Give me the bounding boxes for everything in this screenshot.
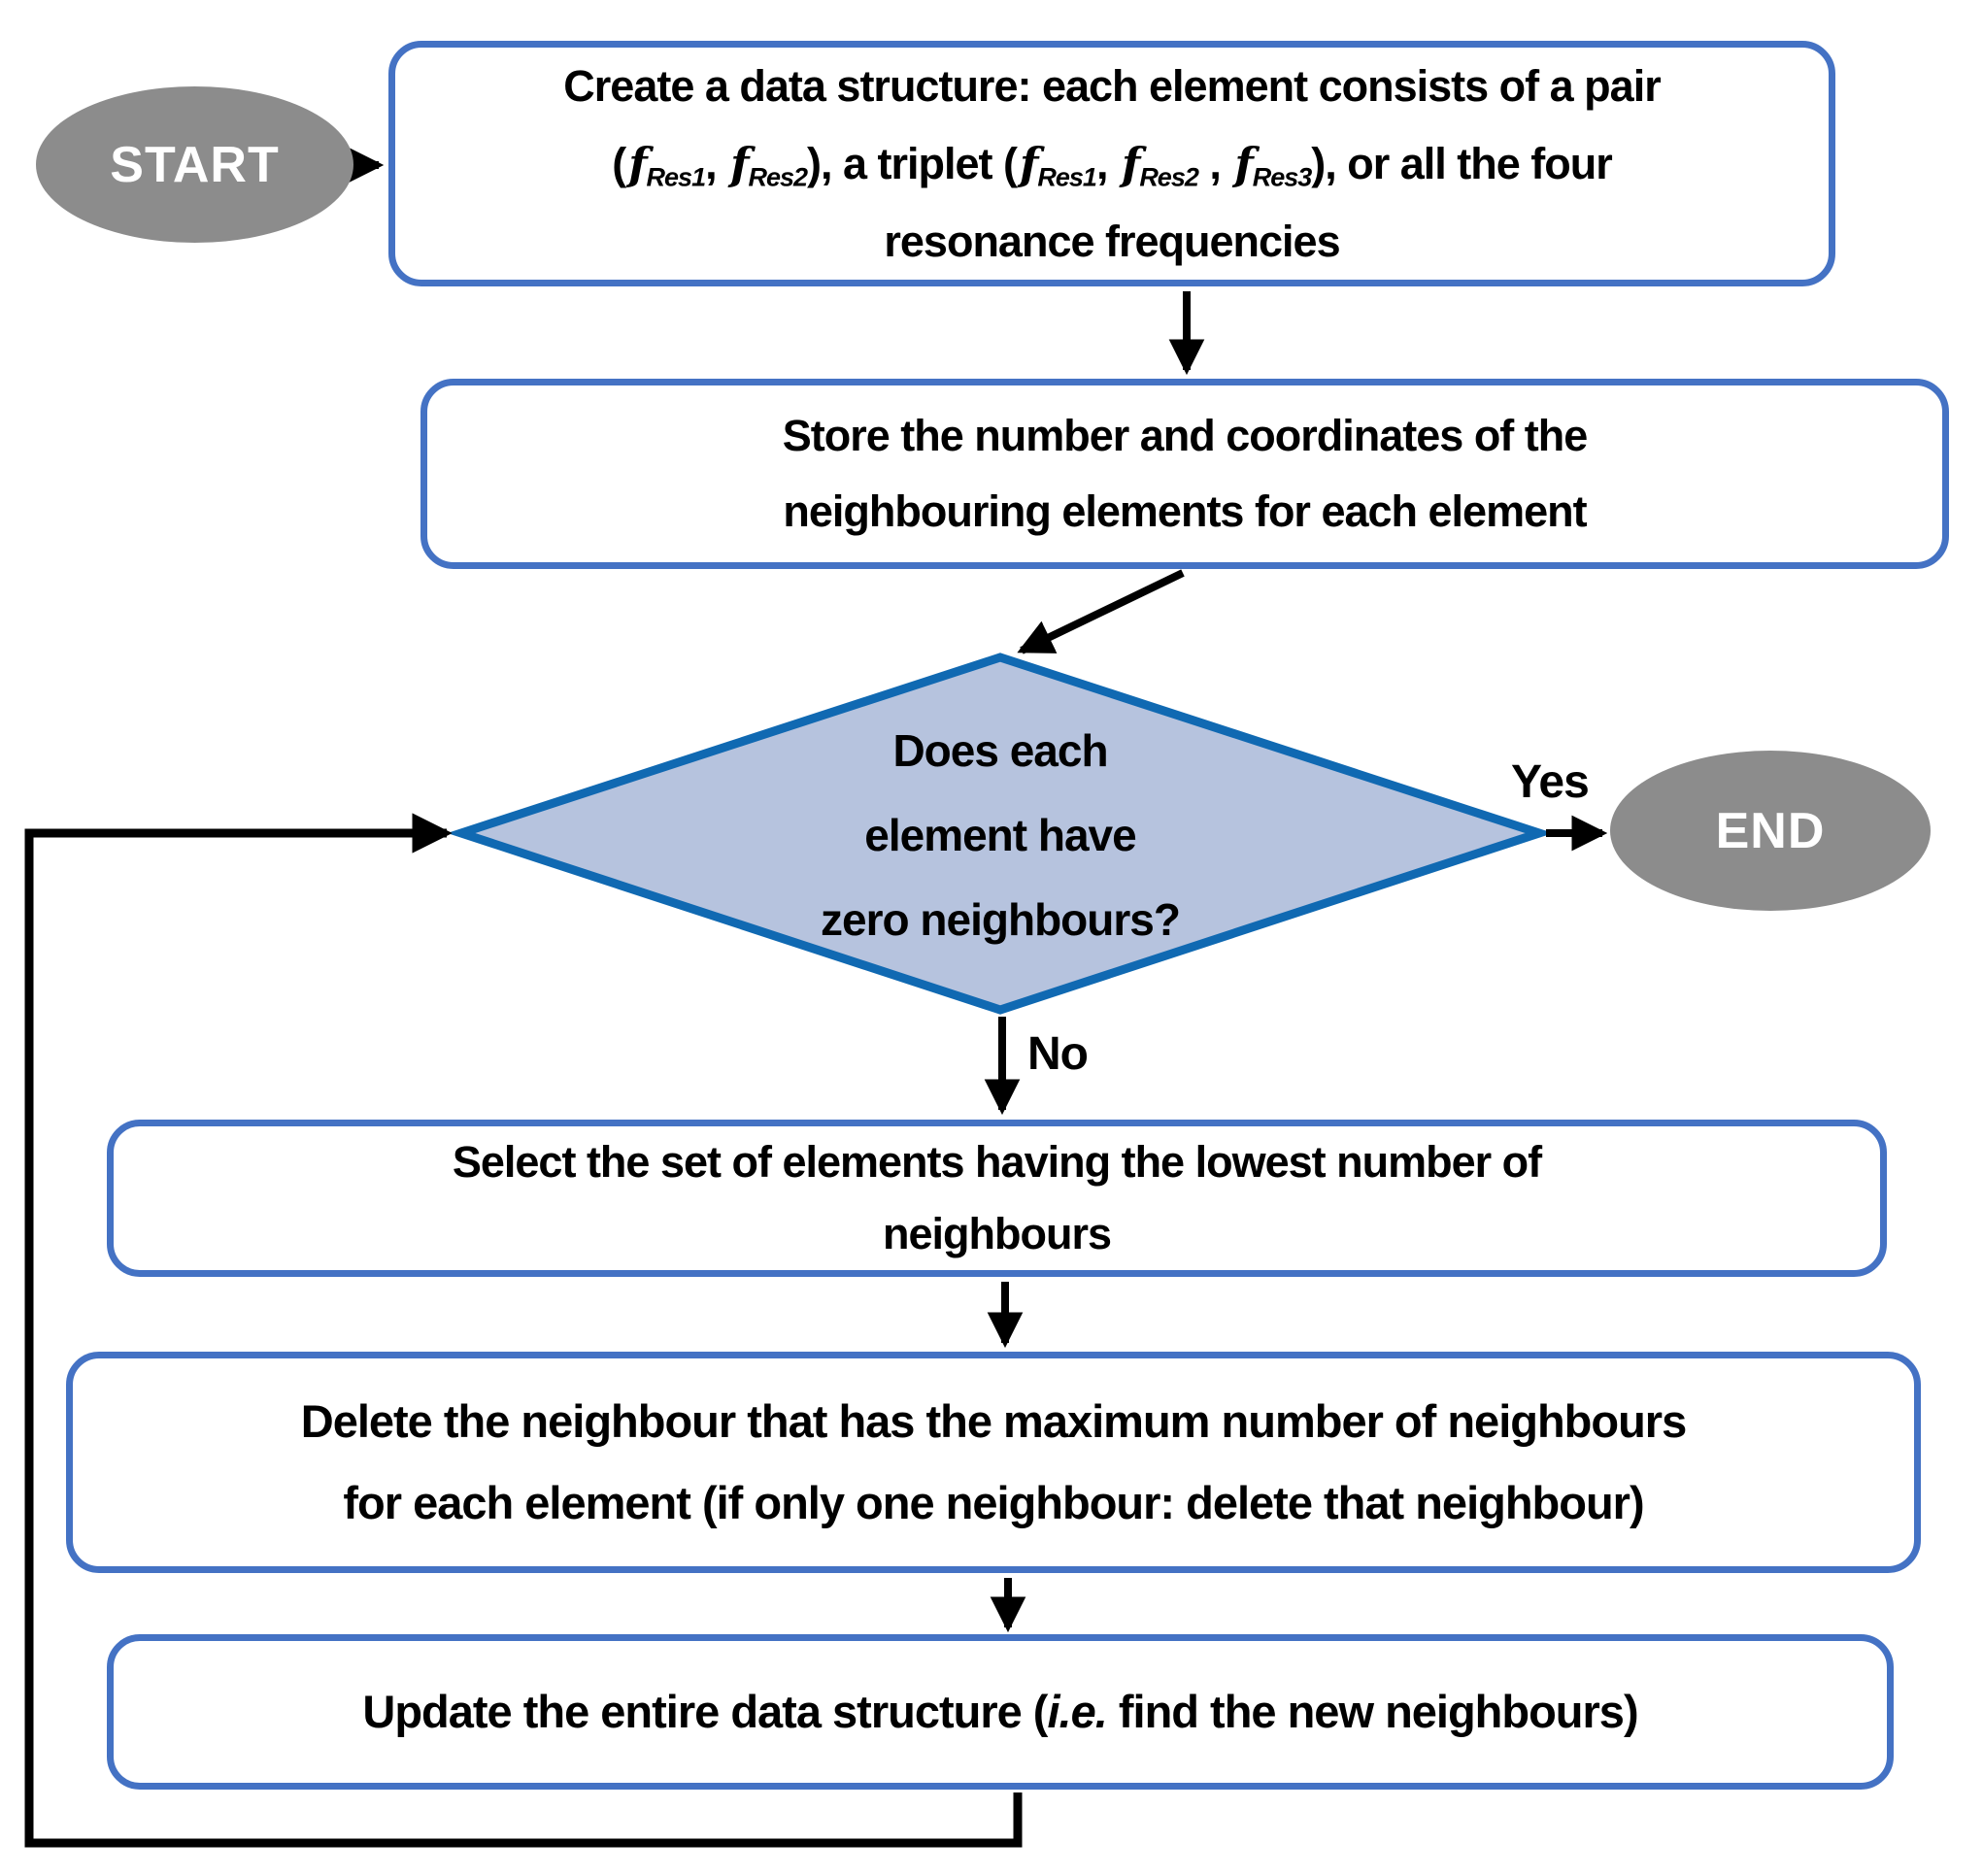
edge-label-yes: Yes [1511,756,1590,808]
select-line1: Select the set of elements having the lo… [452,1137,1542,1187]
decision-diamond-shape [447,653,1554,1015]
store-line2: neighbouring elements for each element [783,486,1587,536]
create-line2-formula: (fRes1, fRes2), a triplet (fRes1, fRes2 … [612,137,1613,192]
process-update-data-structure: Update the entire data structure (i.e. f… [107,1634,1894,1790]
update-line1: Update the entire data structure (i.e. f… [362,1686,1638,1737]
decision-zero-neighbours: Does each element have zero neighbours? [709,719,1292,952]
end-label: END [1715,802,1826,859]
start-terminator: START [36,86,353,243]
process-delete-max-neighbour: Delete the neighbour that has the maximu… [66,1352,1921,1573]
select-line2: neighbours [883,1209,1112,1258]
create-line3: resonance frequencies [884,216,1340,266]
decision-line2: element have [864,809,1136,860]
start-label: START [110,136,280,193]
delete-line2: for each element (if only one neighbour:… [343,1477,1644,1528]
arrow-loopback-update-to-decision [24,813,1023,1848]
store-line1: Store the number and coordinates of the [782,411,1589,460]
delete-line1: Delete the neighbour that has the maximu… [300,1395,1687,1447]
decision-line3: zero neighbours? [821,893,1181,945]
process-store-neighbours: Store the number and coordinates of the … [420,379,1949,569]
create-line1: Create a data structure: each element co… [563,60,1661,111]
edge-label-no: No [1027,1028,1089,1080]
process-select-lowest-neighbours: Select the set of elements having the lo… [107,1120,1887,1277]
decision-line1: Does each [892,724,1108,776]
process-create-data-structure: Create a data structure: each element co… [388,41,1835,286]
arrow-store-to-decision [1017,569,1185,654]
end-terminator: END [1610,751,1931,911]
